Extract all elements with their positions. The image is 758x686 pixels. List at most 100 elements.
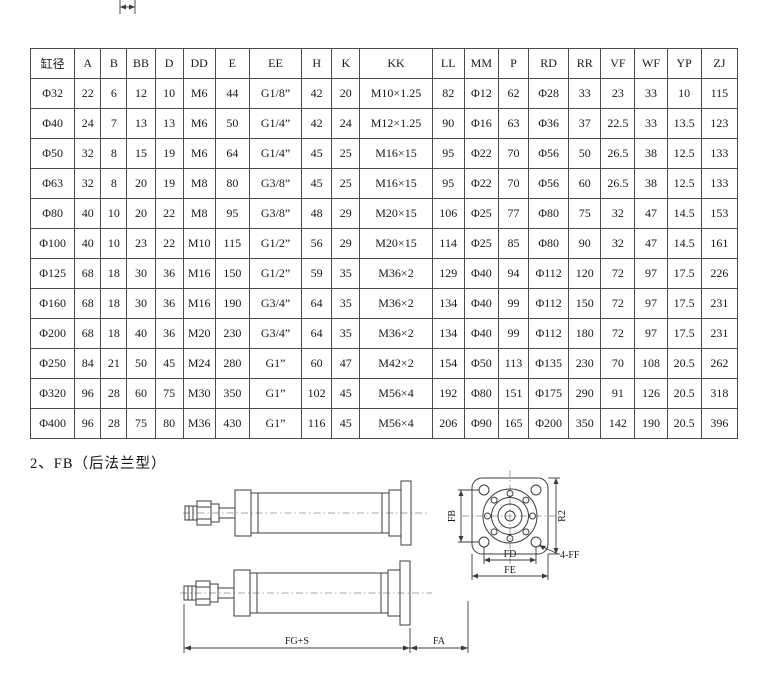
arrowhead (539, 545, 546, 550)
table-cell: 318 (700, 378, 739, 409)
table-cell: 133 (700, 138, 739, 169)
table-cell: 23 (600, 78, 636, 109)
table-cell: 180 (568, 318, 602, 349)
table-cell: Φ25 (463, 228, 499, 259)
table-cell: 22 (154, 198, 184, 229)
table-cell: 36 (154, 318, 184, 349)
table-cell: 75 (568, 198, 602, 229)
table-cell: 231 (700, 318, 739, 349)
arrowhead (461, 645, 468, 651)
table-cell: 12.5 (666, 168, 702, 199)
table-cell: Φ56 (528, 138, 570, 169)
table-cell: 350 (568, 408, 602, 439)
table-cell: 20.5 (666, 378, 702, 409)
table-cell: 13 (126, 108, 156, 139)
table-cell: 20.5 (666, 348, 702, 379)
table-cell: 115 (214, 228, 250, 259)
table-cell: 116 (301, 408, 333, 439)
table-cell: Φ16 (463, 108, 499, 139)
table-cell: 40 (74, 228, 102, 259)
table-cell: Φ40 (463, 258, 499, 289)
table-cell: 22 (74, 78, 102, 109)
section-title: 2、FB（后法兰型） (30, 456, 167, 472)
arrowhead (410, 645, 417, 651)
table-cell: 96 (74, 378, 102, 409)
column-header: VF (600, 48, 636, 79)
table-cell: 19 (154, 138, 184, 169)
table-cell: 85 (497, 228, 530, 259)
table-cell: 106 (431, 198, 465, 229)
table-cell: G3/4” (248, 318, 303, 349)
table-cell: 40 (126, 318, 156, 349)
table-cell: 36 (154, 288, 184, 319)
column-header: RD (528, 48, 570, 79)
table-cell: 26.5 (600, 138, 636, 169)
arrowhead (553, 548, 559, 554)
table-cell: 40 (74, 198, 102, 229)
table-cell: 90 (431, 108, 465, 139)
table-cell: M42×2 (359, 348, 433, 379)
table-cell: Φ50 (29, 138, 76, 169)
table-cell: M6 (182, 78, 216, 109)
table-cell: 161 (700, 228, 739, 259)
table-cell: 17.5 (666, 258, 702, 289)
table-cell: 192 (431, 378, 465, 409)
table-cell: Φ112 (528, 288, 570, 319)
table-cell: Φ28 (528, 78, 570, 109)
table-cell: 82 (431, 78, 465, 109)
table-cell: 150 (568, 288, 602, 319)
table-cell: G1/2” (248, 228, 303, 259)
table-cell: Φ175 (528, 378, 570, 409)
table-cell: 113 (497, 348, 530, 379)
table-cell: 12 (126, 78, 156, 109)
table-cell: Φ112 (528, 318, 570, 349)
dim-label-4ff: 4-FF (560, 550, 580, 561)
table-cell: 42 (301, 78, 333, 109)
table-cell: 262 (700, 348, 739, 379)
table-cell: Φ80 (463, 378, 499, 409)
table-cell: 18 (100, 258, 128, 289)
column-header: D (154, 48, 184, 79)
table-cell: 18 (100, 318, 128, 349)
table-cell: G1/2” (248, 258, 303, 289)
table-cell: 64 (214, 138, 250, 169)
table-cell: G1/8” (248, 78, 303, 109)
table-cell: 30 (126, 258, 156, 289)
table-cell: 75 (154, 378, 184, 409)
column-header: RR (568, 48, 602, 79)
table-cell: 63 (497, 108, 530, 139)
table-cell: 142 (600, 408, 636, 439)
table-cell: 72 (600, 318, 636, 349)
table-cell: 32 (74, 168, 102, 199)
arrowhead (472, 573, 478, 579)
table-cell: M16 (182, 258, 216, 289)
table-cell: 133 (700, 168, 739, 199)
table-cell: 44 (214, 78, 250, 109)
table-cell: Φ100 (29, 228, 76, 259)
column-header: A (74, 48, 102, 79)
column-header: 缸径 (29, 48, 76, 79)
table-cell: Φ400 (29, 408, 76, 439)
table-cell: 25 (331, 138, 361, 169)
table-cell: 17.5 (666, 288, 702, 319)
table-cell: 90 (568, 228, 602, 259)
table-cell: 38 (634, 168, 668, 199)
table-cell: M36×2 (359, 258, 433, 289)
table-cell: 77 (497, 198, 530, 229)
table-cell: Φ32 (29, 78, 76, 109)
table-cell: 12.5 (666, 138, 702, 169)
table-cell: 26.5 (600, 168, 636, 199)
table-cell: Φ250 (29, 348, 76, 379)
table-cell: Φ22 (463, 138, 499, 169)
column-header: BB (126, 48, 156, 79)
table-cell: G1” (248, 378, 303, 409)
table-cell: 280 (214, 348, 250, 379)
table-cell: 15 (126, 138, 156, 169)
table-cell: M12×1.25 (359, 108, 433, 139)
